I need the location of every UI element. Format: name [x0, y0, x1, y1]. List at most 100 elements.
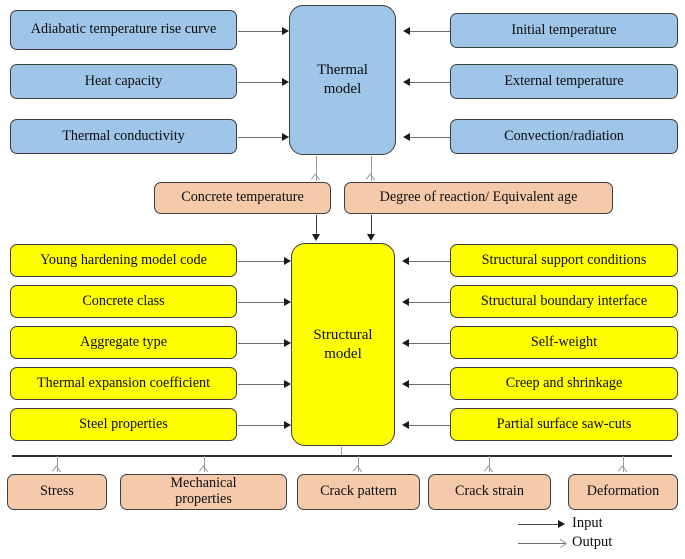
box-label: Partial surface saw-cuts — [496, 415, 632, 432]
arrow-input-structural-right-3 — [409, 343, 450, 344]
box-label: Heat capacity — [84, 72, 163, 89]
legend-label-input: Input — [572, 515, 603, 531]
arrowhead-input-structural-right-1 — [402, 257, 409, 265]
final-output-deformation[interactable]: Deformation — [568, 474, 678, 510]
box-label: Steel properties — [79, 415, 168, 432]
structural-model-box[interactable]: Structural model — [291, 243, 395, 446]
arrow-input-thermal-left-2 — [238, 82, 282, 83]
arrowhead-input-structural-left-1 — [284, 257, 291, 265]
box-label: Adiabatic temperature rise curve — [30, 21, 217, 38]
thermal-left-input-adiabatic-temperature-rise-curve[interactable]: Adiabatic temperature rise curve — [10, 10, 237, 50]
arrowhead-input-thermal-left-1 — [282, 27, 289, 35]
arrowhead-input-structural-left-5 — [284, 421, 291, 429]
arrow-output-to-crack-strain — [489, 456, 490, 472]
arrow-input-structural-left-2 — [238, 302, 284, 303]
arrowhead-input-thermal-left-3 — [282, 133, 289, 141]
structural-right-input-self-weight[interactable]: Self-weight — [450, 326, 678, 359]
thermal-left-input-thermal-conductivity[interactable]: Thermal conductivity — [10, 119, 237, 154]
arrow-output-thermal-to-degree-of-reaction — [371, 156, 372, 181]
box-label: Aggregate type — [79, 333, 168, 350]
structural-left-input-thermal-expansion-coefficient[interactable]: Thermal expansion coefficient — [10, 367, 237, 400]
arrowhead-input-structural-right-5 — [402, 421, 409, 429]
structural-model-label-line2: model — [324, 345, 362, 362]
box-label-line2: properties — [175, 491, 232, 507]
arrowhead-input-structural-left-2 — [284, 298, 291, 306]
output-distribution-bus-bar — [12, 455, 672, 457]
legend-output-arrow-icon — [518, 543, 566, 544]
thermal-right-input-convection-radiation[interactable]: Convection/radiation — [450, 119, 678, 154]
box-label: Stress — [40, 483, 74, 500]
arrowhead-input-structural-left-3 — [284, 339, 291, 347]
intermediate-output-concrete-temperature[interactable]: Concrete temperature — [154, 182, 331, 214]
arrowhead-input-concrete-temperature-to-structural — [311, 234, 320, 241]
arrow-output-to-crack-pattern — [358, 456, 359, 472]
arrow-output-thermal-to-concrete-temperature — [316, 156, 317, 181]
box-label: Crack pattern — [320, 483, 397, 500]
box-label: Thermal conductivity — [62, 127, 185, 144]
structural-right-input-partial-surface-saw-cuts[interactable]: Partial surface saw-cuts — [450, 408, 678, 441]
final-output-crack-pattern[interactable]: Crack pattern — [297, 474, 420, 510]
arrow-input-structural-left-5 — [238, 425, 284, 426]
arrow-input-thermal-right-3 — [410, 137, 450, 138]
structural-left-input-aggregate-type[interactable]: Aggregate type — [10, 326, 237, 359]
thermal-model-box[interactable]: Thermal model — [289, 5, 396, 155]
box-label: Structural support conditions — [481, 251, 647, 268]
box-label: Deformation — [586, 483, 660, 500]
structural-left-input-concrete-class[interactable]: Concrete class — [10, 285, 237, 318]
structural-left-input-steel-properties[interactable]: Steel properties — [10, 408, 237, 441]
arrow-output-structural-to-busbar — [341, 447, 342, 455]
legend-output-arrowhead-icon — [559, 539, 568, 548]
arrow-input-structural-right-5 — [409, 425, 450, 426]
structural-model-label-line1: Structural — [313, 326, 373, 343]
structural-right-input-creep-and-shrinkage[interactable]: Creep and shrinkage — [450, 367, 678, 400]
arrow-input-thermal-left-3 — [238, 137, 282, 138]
arrowhead-input-structural-left-4 — [284, 380, 291, 388]
structural-left-input-young-hardening-model-code[interactable]: Young hardening model code — [10, 244, 237, 277]
box-label: Self-weight — [530, 333, 598, 350]
arrow-input-structural-left-3 — [238, 343, 284, 344]
structural-right-input-structural-support-conditions[interactable]: Structural support conditions — [450, 244, 678, 277]
box-label: Creep and shrinkage — [505, 374, 623, 391]
arrowhead-input-structural-right-3 — [402, 339, 409, 347]
arrow-input-concrete-temperature-to-structural — [316, 215, 317, 237]
arrow-input-thermal-right-1 — [410, 31, 450, 32]
structural-right-input-structural-boundary-interface[interactable]: Structural boundary interface — [450, 285, 678, 318]
arrowhead-input-degree-of-reaction-to-structural — [366, 234, 375, 241]
thermal-right-input-initial-temperature[interactable]: Initial temperature — [450, 13, 678, 48]
box-label: Crack strain — [455, 483, 524, 500]
thermal-left-input-heat-capacity[interactable]: Heat capacity — [10, 64, 237, 99]
arrow-input-degree-of-reaction-to-structural — [371, 215, 372, 237]
arrow-output-to-deformation — [623, 456, 624, 472]
thermal-right-input-external-temperature[interactable]: External temperature — [450, 64, 678, 99]
arrow-input-structural-right-4 — [409, 384, 450, 385]
box-label: Initial temperature — [511, 21, 617, 38]
arrow-input-thermal-left-1 — [238, 31, 282, 32]
box-label: External temperature — [504, 72, 624, 89]
arrowhead-input-thermal-left-2 — [282, 78, 289, 86]
arrowhead-input-thermal-right-3 — [403, 133, 410, 141]
arrow-input-structural-right-2 — [409, 302, 450, 303]
final-output-crack-strain[interactable]: Crack strain — [428, 474, 551, 510]
arrow-input-structural-left-4 — [238, 384, 284, 385]
intermediate-output-degree-of-reaction-equivalent-age[interactable]: Degree of reaction/ Equivalent age — [344, 182, 613, 214]
final-output-mechanical-properties[interactable]: Mechanical properties — [120, 474, 287, 510]
box-label: Concrete temperature — [181, 189, 304, 206]
box-label: Young hardening model code — [40, 251, 207, 268]
box-label: Concrete class — [82, 292, 165, 309]
box-label: Convection/radiation — [504, 127, 624, 144]
arrow-output-to-mechanical-properties — [204, 456, 205, 472]
box-label: Thermal expansion coefficient — [36, 374, 211, 391]
final-output-stress[interactable]: Stress — [7, 474, 107, 510]
thermal-model-label-line2: model — [323, 81, 362, 97]
box-label: Degree of reaction/ Equivalent age — [379, 189, 578, 206]
arrowhead-input-thermal-right-1 — [403, 27, 410, 35]
arrow-output-to-stress — [57, 456, 58, 472]
arrowhead-input-structural-right-2 — [402, 298, 409, 306]
legend-label-output: Output — [572, 534, 613, 550]
arrowhead-input-structural-right-4 — [402, 380, 409, 388]
arrowhead-input-thermal-right-2 — [403, 78, 410, 86]
thermal-model-label-line1: Thermal — [317, 62, 368, 79]
arrow-input-structural-left-1 — [238, 261, 284, 262]
box-label-line1: Mechanical — [170, 475, 237, 492]
